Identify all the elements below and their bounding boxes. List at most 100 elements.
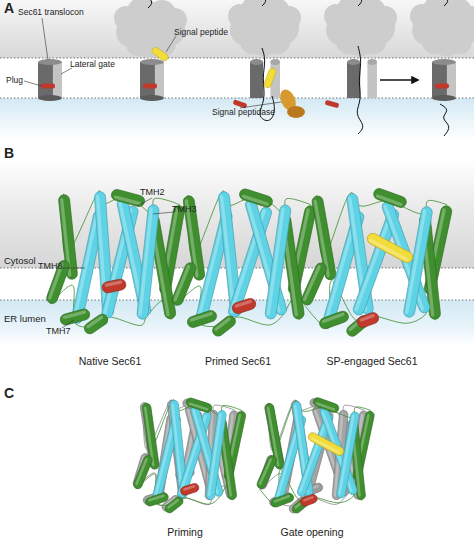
plug bbox=[233, 99, 248, 108]
compartment-label: Cytosol bbox=[4, 255, 36, 266]
helix-cylinder bbox=[140, 402, 159, 469]
helix-cylinder bbox=[160, 494, 181, 513]
sec61-structure bbox=[132, 397, 246, 515]
helix-cylinder bbox=[223, 410, 246, 480]
helix-cylinder bbox=[222, 410, 239, 481]
helix-cylinder bbox=[147, 214, 176, 319]
structure-caption: SP-engaged Sec61 bbox=[326, 356, 417, 368]
process-arrow bbox=[380, 79, 418, 80]
part-label: Plug bbox=[6, 76, 23, 85]
helix-label: TMH3 bbox=[172, 205, 197, 215]
helix-cylinder bbox=[302, 411, 334, 500]
helix-cylinder bbox=[264, 403, 285, 470]
part-label: Sec61 translocon bbox=[18, 8, 84, 17]
helix-cylinder bbox=[332, 410, 348, 500]
helix-cylinder bbox=[218, 191, 242, 316]
sec61-structure bbox=[170, 188, 316, 339]
helix-cylinder bbox=[307, 431, 345, 457]
helix-cylinder bbox=[177, 410, 203, 500]
compartment-label: ER lumen bbox=[4, 313, 46, 324]
helix-cylinder bbox=[349, 418, 366, 500]
helix-cylinder bbox=[287, 495, 308, 515]
helix-cylinder bbox=[423, 205, 452, 295]
signal-peptidase bbox=[277, 87, 299, 113]
leader-line bbox=[62, 320, 74, 328]
helix-cylinder bbox=[82, 312, 110, 336]
plug bbox=[435, 84, 449, 89]
sec61-structure bbox=[300, 187, 453, 339]
sec61-channel bbox=[347, 59, 377, 98]
helix-cylinder bbox=[167, 400, 187, 498]
helix-cylinder bbox=[175, 467, 195, 480]
helix-cylinder bbox=[256, 454, 278, 490]
helix-cylinder bbox=[190, 405, 224, 497]
helix-cylinder bbox=[183, 195, 206, 281]
panel-letter: B bbox=[4, 146, 14, 161]
helix-cylinder bbox=[170, 261, 197, 307]
helix-cylinder bbox=[356, 311, 380, 329]
helix-cylinder bbox=[58, 194, 78, 280]
helix-cylinder bbox=[291, 400, 315, 498]
helix-cylinder bbox=[151, 414, 181, 503]
helix-cylinder bbox=[257, 454, 277, 490]
plug bbox=[325, 100, 340, 108]
sec61-structure bbox=[132, 398, 239, 513]
helix-cylinder bbox=[287, 205, 316, 295]
helix-cylinder bbox=[101, 278, 127, 294]
helix-cylinder bbox=[372, 187, 408, 209]
leader-line bbox=[24, 81, 42, 86]
helix-cylinder bbox=[312, 397, 340, 414]
leader-line bbox=[153, 212, 174, 214]
panel-letter: C bbox=[4, 386, 14, 401]
helix-cylinder bbox=[311, 195, 337, 281]
compartment-band: Cytosol bbox=[0, 160, 474, 268]
ribosome bbox=[114, 0, 187, 58]
helix-cylinder bbox=[419, 214, 441, 320]
sec61-structure bbox=[45, 188, 185, 336]
helix-cylinder bbox=[94, 191, 114, 316]
helix-cylinder bbox=[185, 397, 213, 413]
leader-line bbox=[42, 18, 48, 60]
structure-caption: Gate opening bbox=[280, 527, 343, 539]
helix-cylinder bbox=[279, 214, 305, 320]
helix-cylinder bbox=[300, 261, 328, 307]
helix-cylinder bbox=[319, 406, 359, 495]
helix-cylinder bbox=[205, 410, 218, 500]
panel-a-art bbox=[0, 0, 474, 140]
helix-cylinder bbox=[137, 204, 160, 320]
helix-cylinder bbox=[186, 309, 218, 329]
helix-cylinder bbox=[299, 493, 318, 507]
panel-letter: A bbox=[4, 1, 14, 16]
helix-cylinder bbox=[303, 482, 324, 497]
ribosome bbox=[410, 0, 474, 56]
plug bbox=[143, 84, 157, 89]
helix-cylinder bbox=[311, 405, 350, 496]
helix-cylinder bbox=[268, 491, 293, 507]
helix-cylinder bbox=[381, 200, 432, 315]
helix-cylinder bbox=[323, 210, 365, 324]
helix-cylinder bbox=[309, 398, 337, 413]
helix-cylinder bbox=[116, 197, 152, 317]
leader-line bbox=[62, 268, 85, 269]
sec61-structure bbox=[256, 397, 375, 515]
helix-cylinder bbox=[403, 206, 433, 318]
helix-cylinder bbox=[365, 231, 414, 264]
helix-cylinder bbox=[132, 454, 153, 490]
signal-peptide bbox=[263, 67, 276, 88]
leader-line bbox=[61, 68, 72, 74]
helix-label: TMH7 bbox=[46, 327, 71, 337]
helix-cylinder bbox=[336, 411, 360, 499]
helix-cylinder bbox=[352, 410, 375, 480]
helix-cylinder bbox=[110, 188, 146, 207]
helix-cylinder bbox=[227, 206, 273, 319]
sec61-channel bbox=[140, 59, 164, 101]
helix-cylinder bbox=[101, 205, 139, 319]
sec61-channel bbox=[38, 59, 62, 101]
helix-cylinder bbox=[345, 313, 372, 338]
helix-cylinder bbox=[352, 207, 401, 316]
helix-cylinder bbox=[292, 401, 314, 496]
helix-cylinder bbox=[346, 193, 374, 315]
leader-line bbox=[137, 198, 152, 206]
